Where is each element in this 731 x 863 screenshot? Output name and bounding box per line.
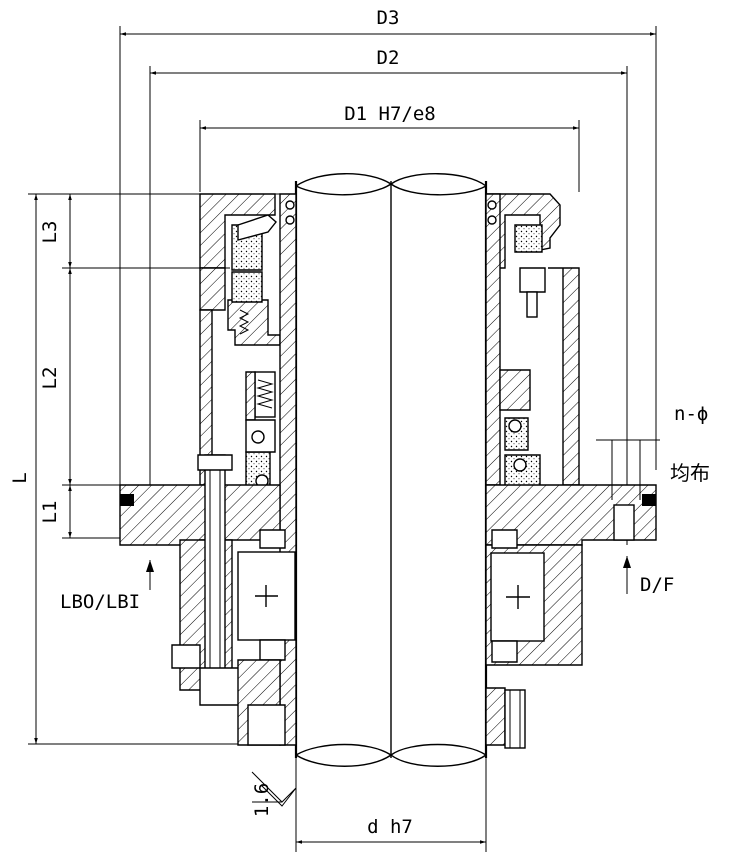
right-seal-half [485, 193, 660, 749]
d-h7-label: d h7 [367, 816, 413, 838]
l-label: L [9, 472, 31, 483]
roughness-value: 1.6 [251, 783, 273, 817]
df-label: D/F [640, 574, 674, 596]
l2-label: L2 [39, 367, 61, 390]
shaft [294, 173, 488, 767]
evenly-distributed-label: 均布 [670, 461, 710, 485]
lbo-lbi-label: LBO/LBI [60, 591, 140, 613]
n-phi-label: n-ϕ [674, 403, 708, 425]
dimension-l2: L2 [39, 268, 220, 486]
d1-label: D1 H7/e8 [344, 103, 436, 125]
df-indicator: D/F [623, 556, 674, 596]
d2-label: D2 [377, 47, 400, 69]
surface-roughness-symbol: 1.6 [251, 771, 297, 817]
dimension-d3: D3 [119, 7, 657, 505]
dimension-d-h7: d h7 [295, 758, 487, 852]
dimension-d1: D1 H7/e8 [199, 103, 580, 192]
l3-label: L3 [39, 221, 61, 244]
lbo-lbi-indicator: LBO/LBI [60, 560, 154, 613]
dimension-d2: D2 [149, 47, 628, 545]
left-seal-half [119, 193, 297, 746]
n-phi-note: n-ϕ 均布 [670, 403, 710, 485]
l1-label: L1 [39, 501, 61, 524]
d3-label: D3 [377, 7, 400, 29]
